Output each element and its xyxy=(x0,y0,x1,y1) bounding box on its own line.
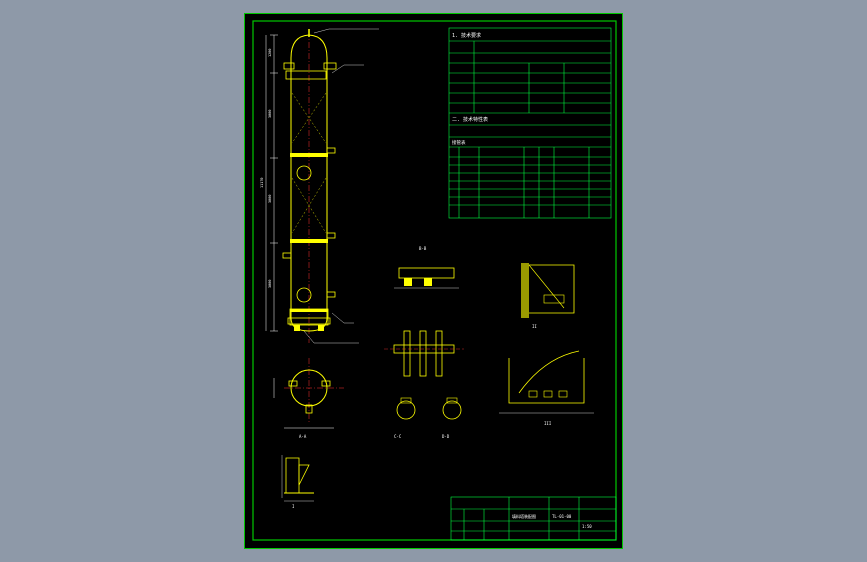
drawing-sheet: 1200 3000 3000 3000 11170 A-A I xyxy=(244,13,623,549)
detail-bb: B-B xyxy=(394,246,459,289)
label-cc: C-C xyxy=(394,434,402,439)
title-block-name: 填料塔装配图 xyxy=(512,513,536,519)
tech-title-1: 1. 技术要求 xyxy=(452,32,481,39)
dim-sec3: 3000 xyxy=(268,280,272,288)
tower-column xyxy=(282,29,337,343)
support-detail: I xyxy=(281,455,314,509)
title-block-number: TL-01-00 xyxy=(552,514,572,519)
title-block xyxy=(450,496,617,541)
dimension-chain xyxy=(265,34,278,332)
dim-sec1: 3000 xyxy=(268,110,272,118)
label-aa: A-A xyxy=(299,434,307,439)
label-dd: D-D xyxy=(442,434,450,439)
technical-table xyxy=(448,27,612,219)
label-bb: B-B xyxy=(419,246,427,251)
cad-drawing: 1200 3000 3000 3000 11170 A-A I xyxy=(244,13,623,549)
inner-border xyxy=(252,20,617,541)
outer-border xyxy=(244,13,623,549)
nozzle-table-title: 接管表 xyxy=(452,139,466,146)
detail-ii: II xyxy=(521,263,575,329)
tech-title-2: 二. 技术特性表 xyxy=(452,116,488,123)
label-ii: II xyxy=(532,324,537,329)
dim-total: 11170 xyxy=(260,177,264,188)
leaders xyxy=(303,28,379,344)
label-iii: III xyxy=(544,421,552,426)
plan-view-aa: A-A xyxy=(273,358,344,439)
dim-sec2: 3000 xyxy=(268,195,272,203)
detail-cc-dd: C-C D-D xyxy=(394,397,462,439)
label-i: I xyxy=(292,504,295,509)
dim-top: 1200 xyxy=(268,49,272,57)
title-block-scale: 1:50 xyxy=(582,524,592,529)
detail-iii: III xyxy=(499,350,594,426)
detail-flange xyxy=(384,330,464,377)
